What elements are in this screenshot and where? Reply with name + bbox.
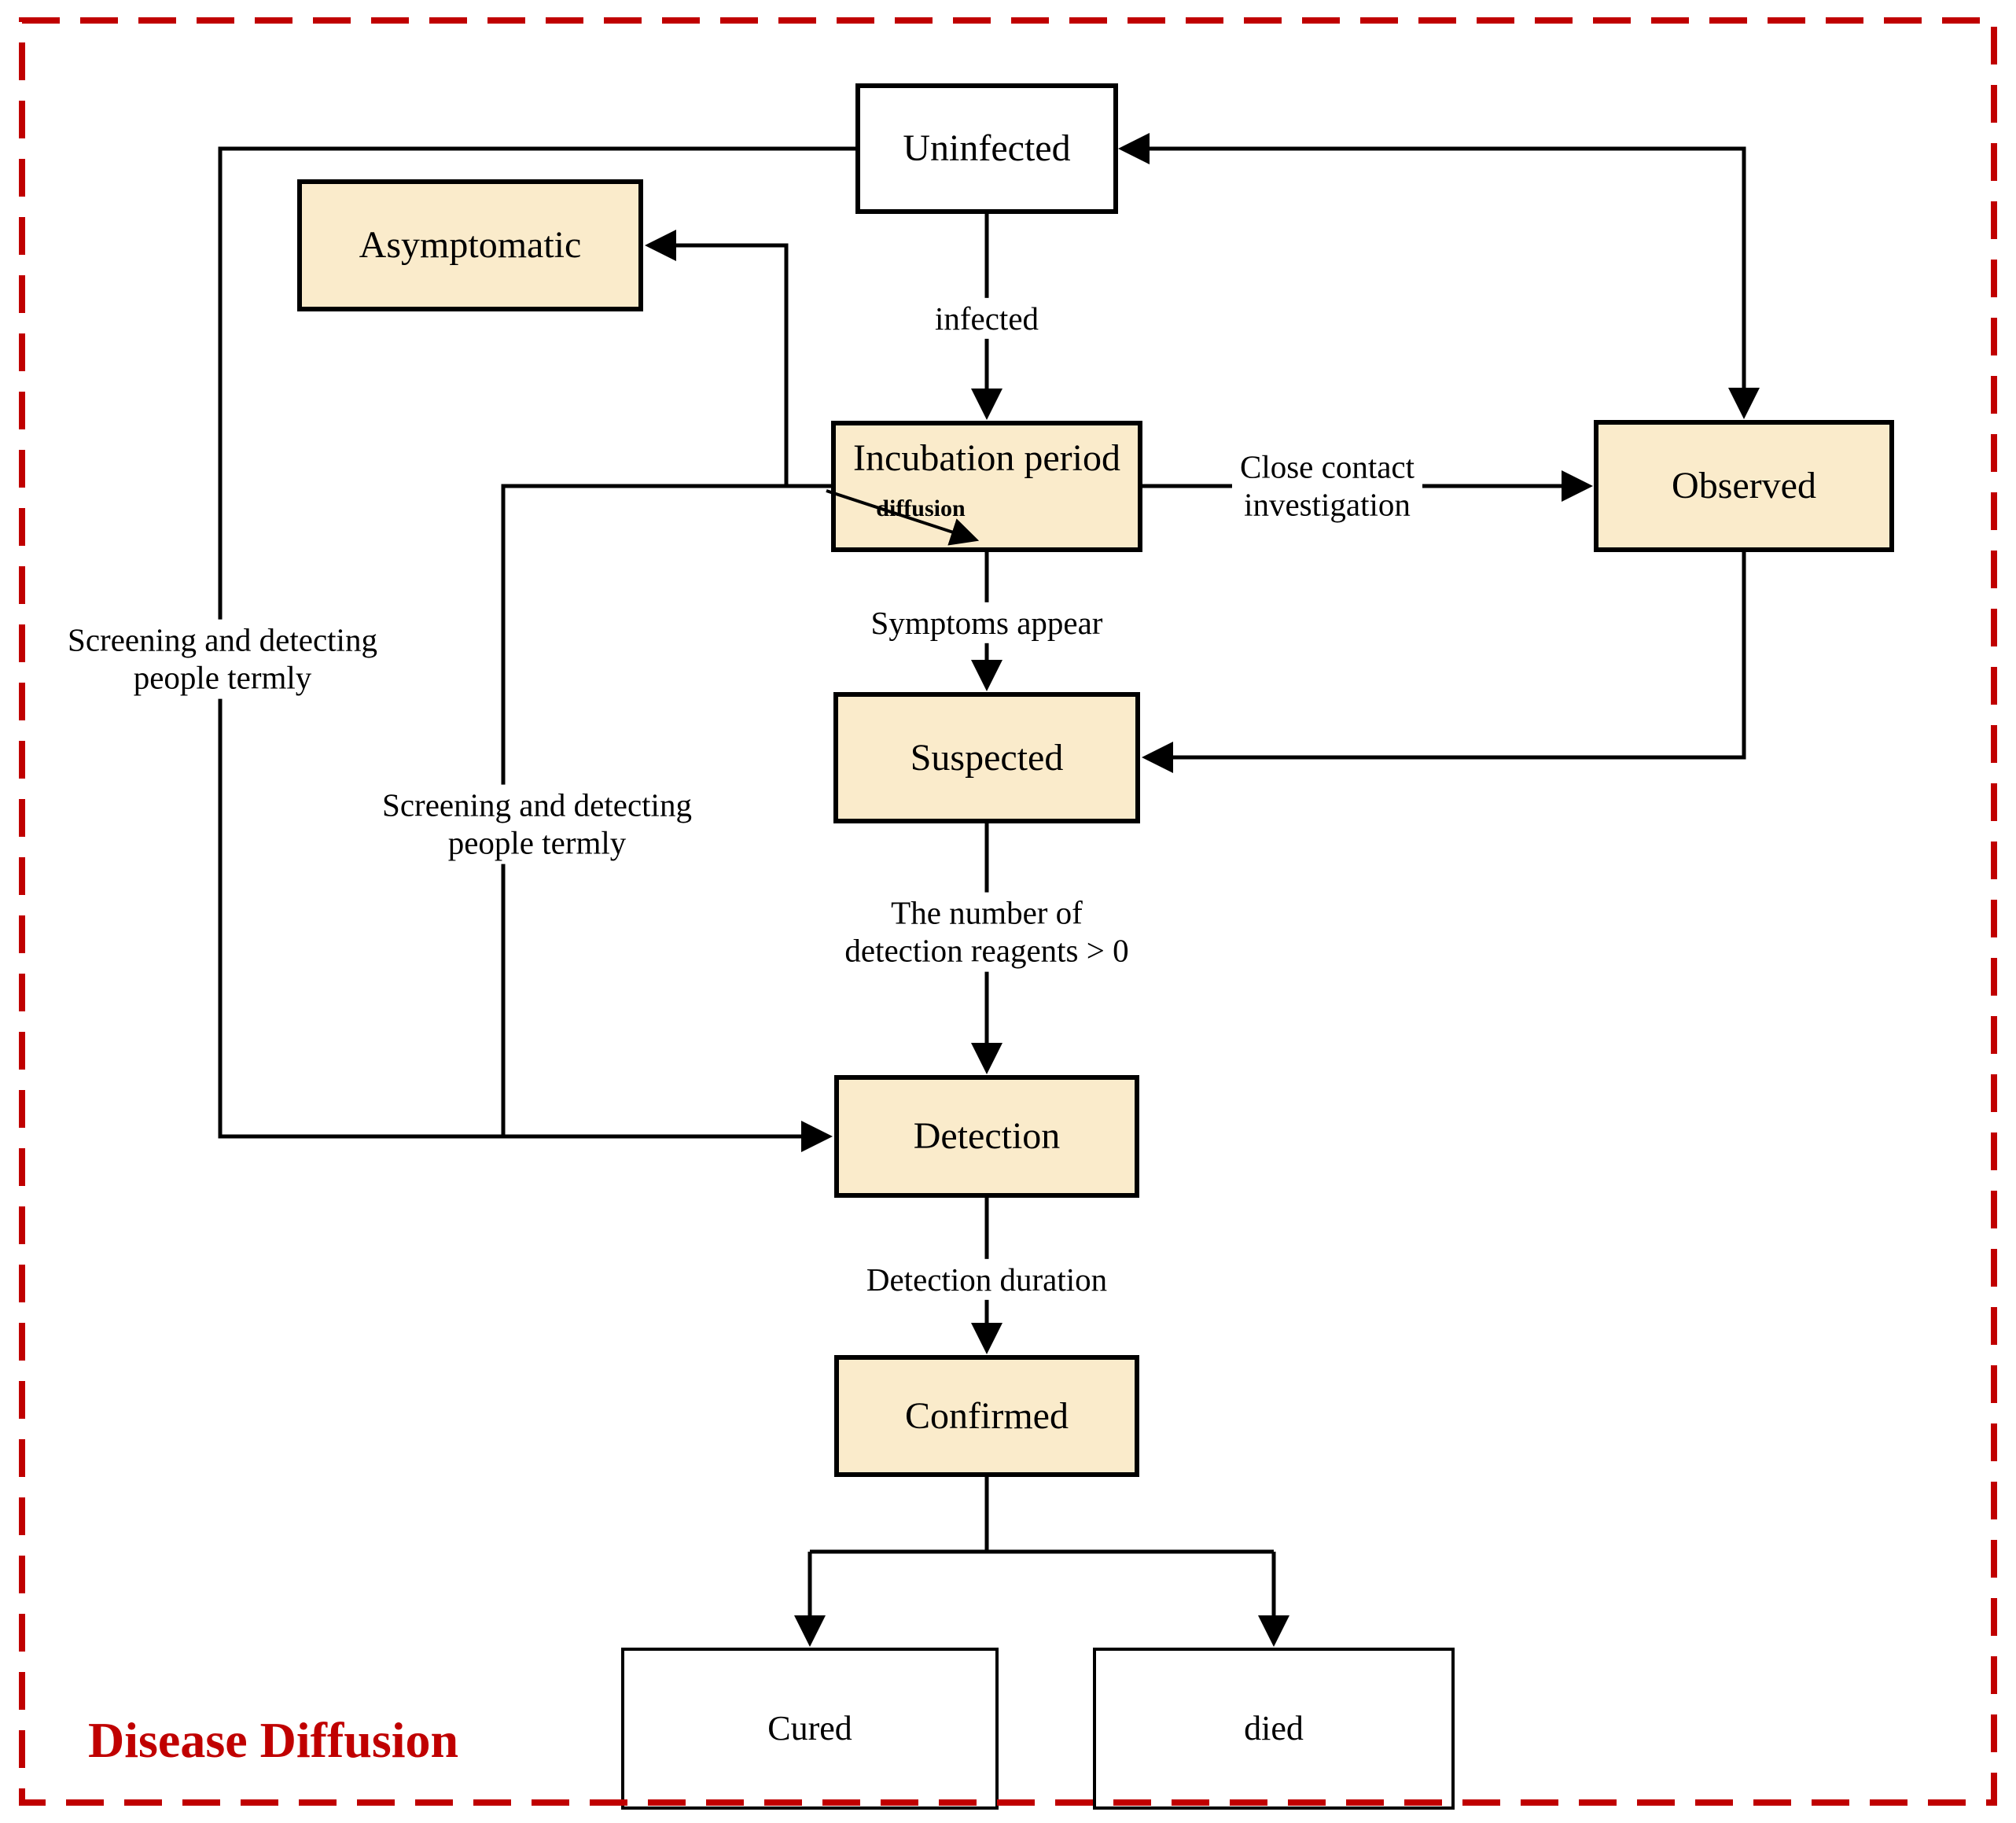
node-incubation-period-label: Incubation period [853, 437, 1120, 479]
node-confirmed: Confirmed [834, 1355, 1139, 1477]
node-cured: Cured [621, 1648, 999, 1810]
edge-observed-suspected-line [1142, 552, 1746, 773]
edge-label-infected: infected [926, 297, 1047, 340]
node-suspected-label: Suspected [910, 736, 1064, 779]
edge-label-detection-duration: Detection duration [858, 1258, 1116, 1301]
node-died-label: died [1244, 1709, 1304, 1748]
edge-label-diffusion: diffusion [876, 495, 966, 521]
node-cured-label: Cured [767, 1709, 852, 1748]
node-died: died [1093, 1648, 1455, 1810]
node-asymptomatic-label: Asymptomatic [359, 224, 582, 266]
diagram-dashed-border [19, 17, 1997, 1806]
node-detection: Detection [834, 1075, 1139, 1198]
diagram-title: Disease Diffusion [88, 1712, 459, 1768]
node-incubation-period: Incubation period [831, 421, 1142, 552]
node-uninfected: Uninfected [855, 83, 1118, 214]
edge-confirmed-split-line [810, 1477, 1274, 1554]
node-suspected: Suspected [833, 692, 1140, 823]
edge-label-screening-1: Screening and detecting people termly [60, 619, 385, 699]
node-asymptomatic: Asymptomatic [297, 179, 643, 311]
edge-asymptomatic-line [645, 230, 789, 486]
edge-label-reagents: The number of detection reagents > 0 [837, 892, 1137, 972]
node-detection-label: Detection [913, 1115, 1061, 1157]
node-confirmed-label: Confirmed [905, 1394, 1069, 1437]
node-uninfected-label: Uninfected [903, 127, 1071, 169]
edge-label-close-contact: Close contact investigation [1231, 446, 1423, 526]
edge-label-screening-2: Screening and detecting people termly [374, 784, 700, 864]
node-observed-label: Observed [1672, 465, 1816, 506]
edge-label-symptoms-appear: Symptoms appear [863, 602, 1111, 644]
edge-uninfected-observed-line [1118, 133, 1760, 419]
edge-diffusion-line [826, 489, 980, 546]
node-observed: Observed [1594, 420, 1894, 552]
edge-screening-incubation-line [501, 484, 831, 1136]
